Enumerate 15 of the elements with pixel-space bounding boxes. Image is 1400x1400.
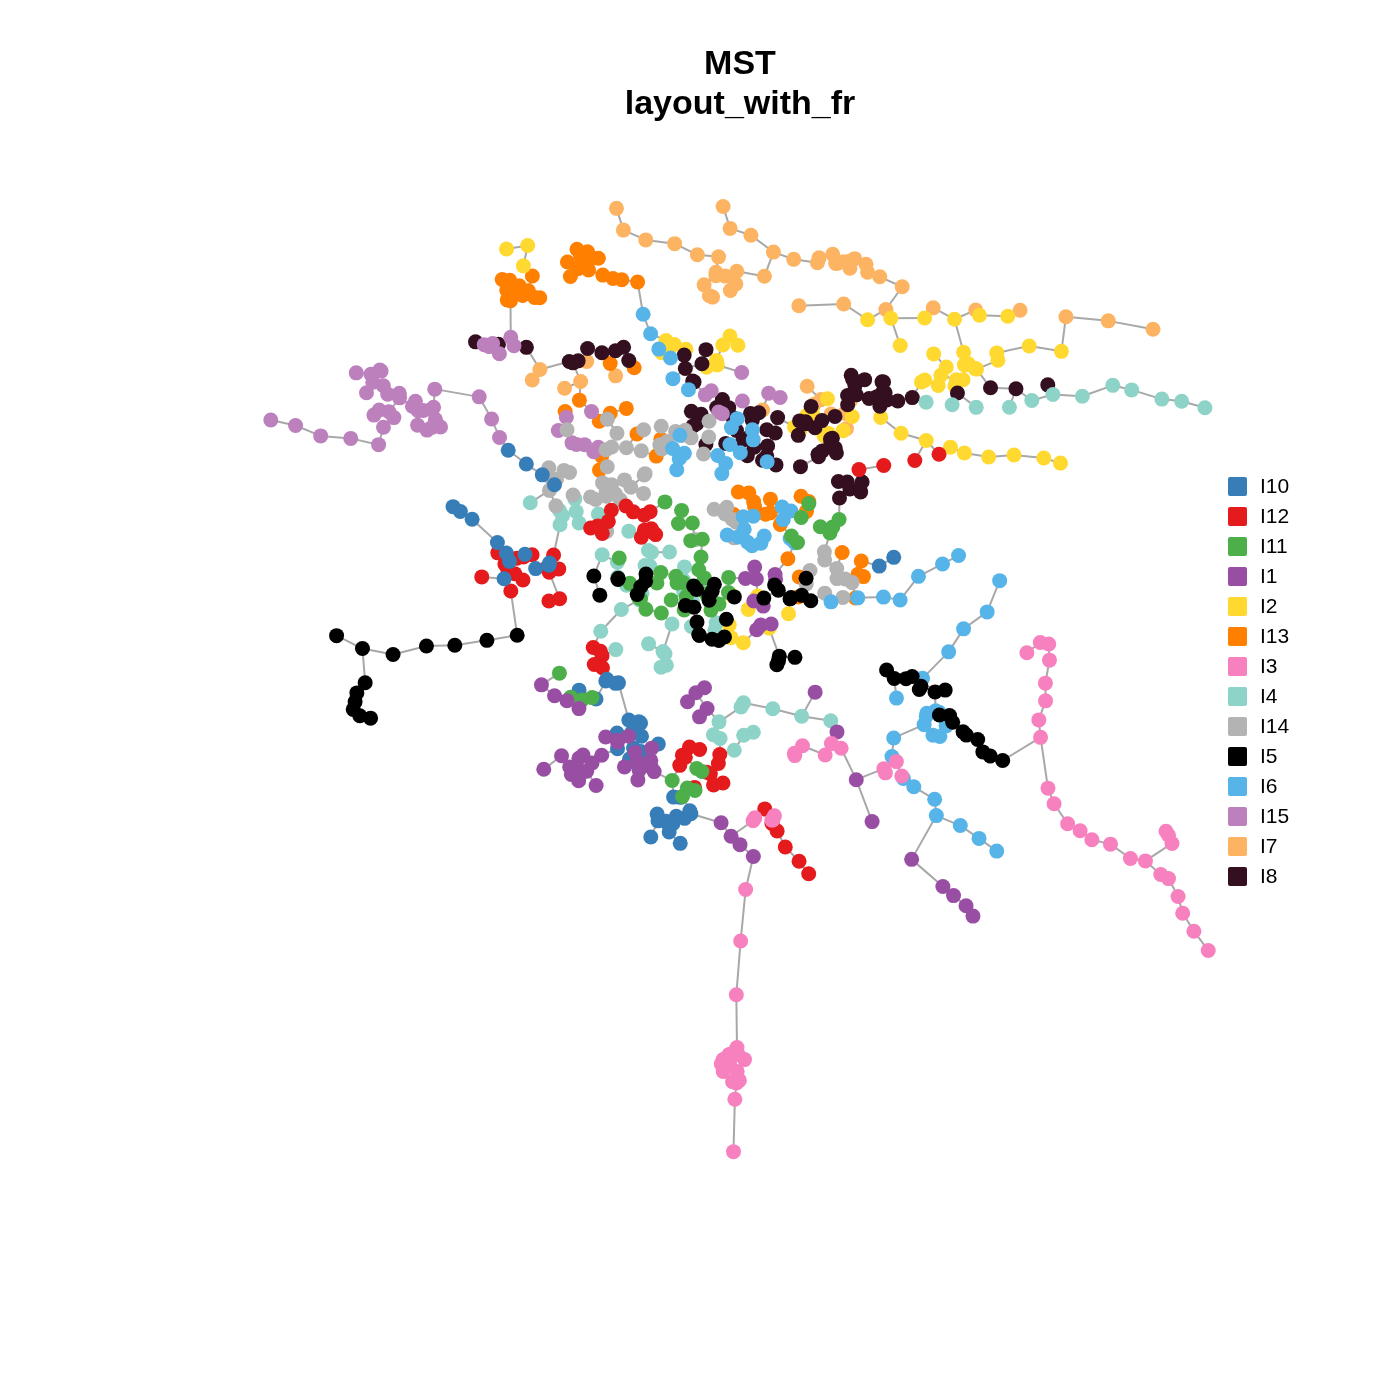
legend-label: I8 [1260,864,1278,888]
legend-label: I7 [1260,834,1278,858]
legend-label: I2 [1260,594,1278,618]
legend-label: I1 [1260,564,1278,588]
legend-label: I10 [1260,474,1290,498]
legend-label: I12 [1260,504,1290,528]
legend-label: I11 [1260,534,1288,558]
legend-label: I6 [1260,774,1278,798]
legend-label: I14 [1260,714,1290,738]
legend-label: I5 [1260,744,1278,768]
legend-label: I4 [1260,684,1278,708]
legend-label: I13 [1260,624,1290,648]
legend-label: I3 [1260,654,1278,678]
chart-title: MST layout_with_fr [624,42,856,122]
legend-label: I15 [1260,804,1290,828]
